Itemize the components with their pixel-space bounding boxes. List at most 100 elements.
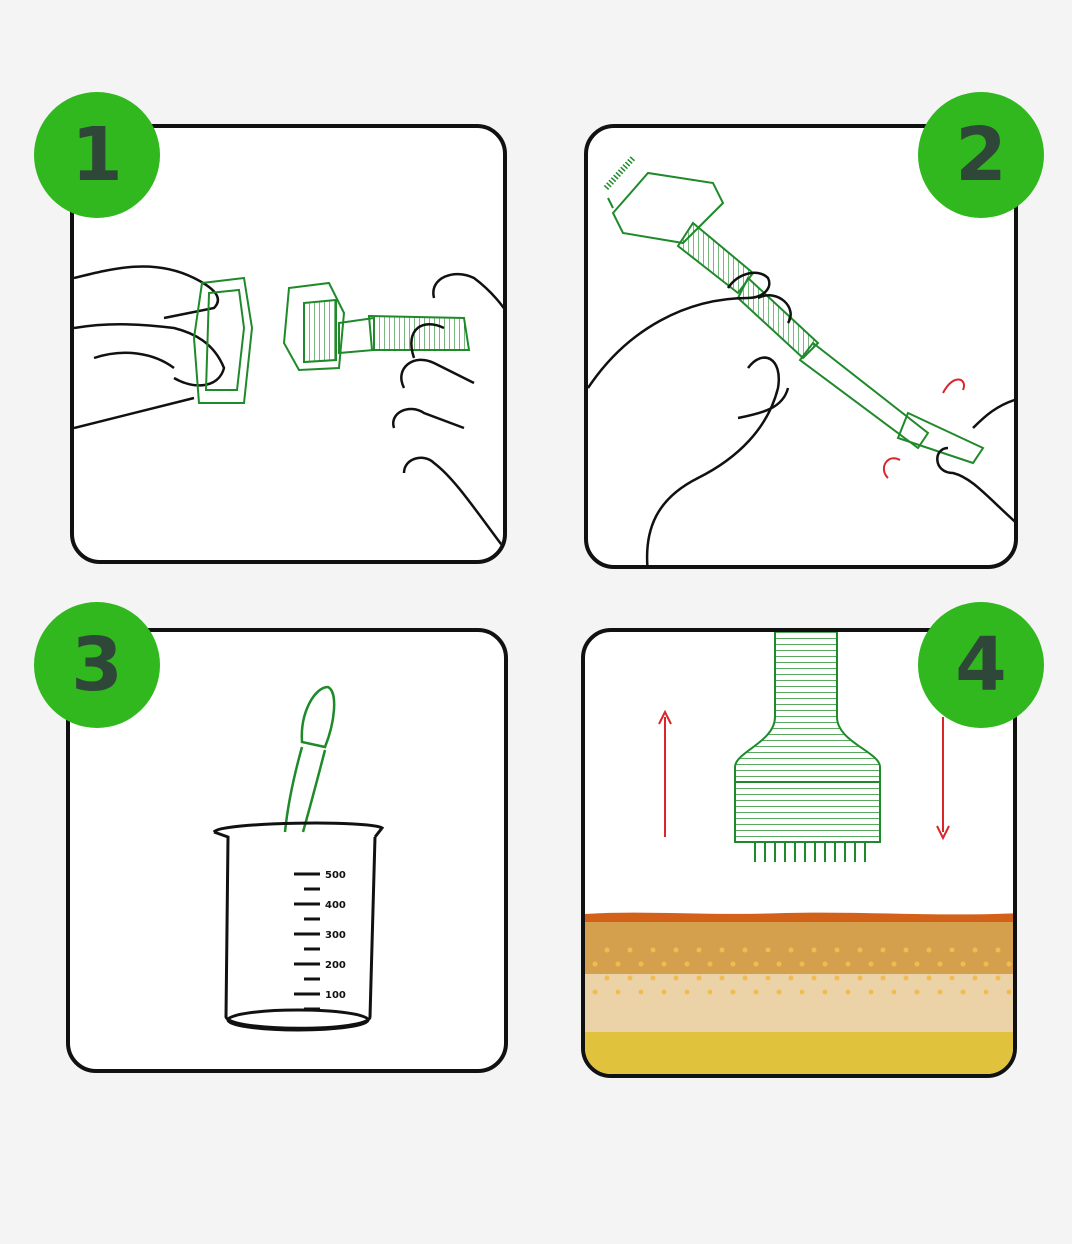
skin-dot xyxy=(949,947,955,953)
skin-dot xyxy=(845,961,851,967)
skin-dot xyxy=(788,947,794,953)
skin-layers xyxy=(585,912,1013,1074)
skin-dot xyxy=(983,989,989,995)
scale-label: 400 xyxy=(325,900,346,911)
skin-dot xyxy=(926,975,932,981)
skin-dot xyxy=(742,947,748,953)
skin-dot xyxy=(880,975,886,981)
step-2-illustration xyxy=(588,155,1014,565)
step-1-badge: 1 xyxy=(34,92,160,218)
skin-dot xyxy=(650,947,656,953)
skin-dot xyxy=(684,961,690,967)
skin-dot xyxy=(834,947,840,953)
skin-dot xyxy=(822,989,828,995)
skin-dot xyxy=(765,975,771,981)
skin-dot xyxy=(811,975,817,981)
step-3-panel: 500 400 300 200 100 xyxy=(66,628,508,1073)
step-3-illustration: 500 400 300 200 100 xyxy=(212,685,385,1032)
skin-dot xyxy=(914,961,920,967)
skin-dot xyxy=(592,961,598,967)
skin-dot xyxy=(983,961,989,967)
skin-dot xyxy=(857,947,863,953)
scale-label: 100 xyxy=(325,990,346,1001)
skin-dot xyxy=(1006,961,1012,967)
skin-dot xyxy=(753,961,759,967)
skin-dot xyxy=(604,947,610,953)
skin-dot xyxy=(707,961,713,967)
skin-dot xyxy=(604,975,610,981)
skin-dot xyxy=(730,961,736,967)
skin-dot xyxy=(788,975,794,981)
skin-dot xyxy=(903,975,909,981)
skin-dot xyxy=(937,989,943,995)
skin-dot xyxy=(811,947,817,953)
skin-dot xyxy=(765,947,771,953)
step-3-badge: 3 xyxy=(34,602,160,728)
step-4-illustration xyxy=(585,632,1013,1074)
skin-dot xyxy=(857,975,863,981)
right-hand xyxy=(392,272,503,549)
skin-dot xyxy=(960,961,966,967)
skin-dot xyxy=(730,989,736,995)
skin-dot xyxy=(799,961,805,967)
skin-dot xyxy=(891,989,897,995)
skin-dot xyxy=(834,975,840,981)
step-4-badge: 4 xyxy=(918,602,1044,728)
scale-label: 500 xyxy=(325,870,346,881)
cartridge-cap xyxy=(192,276,254,404)
skin-dot xyxy=(742,975,748,981)
skin-dot xyxy=(776,989,782,995)
derma-stamp xyxy=(734,632,881,862)
skin-dot xyxy=(799,989,805,995)
skin-dot xyxy=(592,989,598,995)
skin-dot xyxy=(638,961,644,967)
skin-dot xyxy=(903,947,909,953)
rotate-arrows xyxy=(882,378,965,479)
skin-dot xyxy=(868,961,874,967)
skin-dot xyxy=(684,989,690,995)
scale-label: 300 xyxy=(325,930,346,941)
skin-dot xyxy=(776,961,782,967)
skin-dot xyxy=(707,989,713,995)
beaker-scale: 500 400 300 200 100 xyxy=(294,870,346,1011)
right-hand xyxy=(936,398,1014,523)
skin-dot xyxy=(719,947,725,953)
skin-dot xyxy=(880,947,886,953)
step-1-illustration xyxy=(74,265,503,549)
skin-dot xyxy=(972,947,978,953)
skin-dot xyxy=(661,989,667,995)
skin-dot xyxy=(1006,989,1012,995)
derma-stamp xyxy=(603,155,985,465)
scale-label: 200 xyxy=(325,960,346,971)
skin-dot xyxy=(753,989,759,995)
skin-dot xyxy=(891,961,897,967)
skin-dot xyxy=(972,975,978,981)
skin-dot xyxy=(949,975,955,981)
skin-dot xyxy=(995,947,1001,953)
skin-dot xyxy=(868,989,874,995)
skin-dot xyxy=(615,961,621,967)
measuring-beaker xyxy=(212,821,385,1032)
skin-dot xyxy=(638,989,644,995)
step-2-badge: 2 xyxy=(918,92,1044,218)
skin-dot xyxy=(719,975,725,981)
skin-dot xyxy=(615,989,621,995)
skin-dot xyxy=(845,989,851,995)
left-hand xyxy=(588,271,792,565)
skin-dot xyxy=(627,947,633,953)
skin-dot xyxy=(960,989,966,995)
skin-dot xyxy=(937,961,943,967)
applicator-brush xyxy=(283,685,336,833)
up-down-arrows xyxy=(658,709,950,841)
skin-dot xyxy=(926,947,932,953)
skin-dot xyxy=(650,975,656,981)
skin-dot xyxy=(627,975,633,981)
skin-dot xyxy=(995,975,1001,981)
skin-dot xyxy=(822,961,828,967)
skin-dot xyxy=(696,975,702,981)
skin-dot xyxy=(661,961,667,967)
skin-dot xyxy=(673,947,679,953)
skin-dot xyxy=(914,989,920,995)
skin-dot xyxy=(673,975,679,981)
derma-stamp-head xyxy=(282,281,471,372)
